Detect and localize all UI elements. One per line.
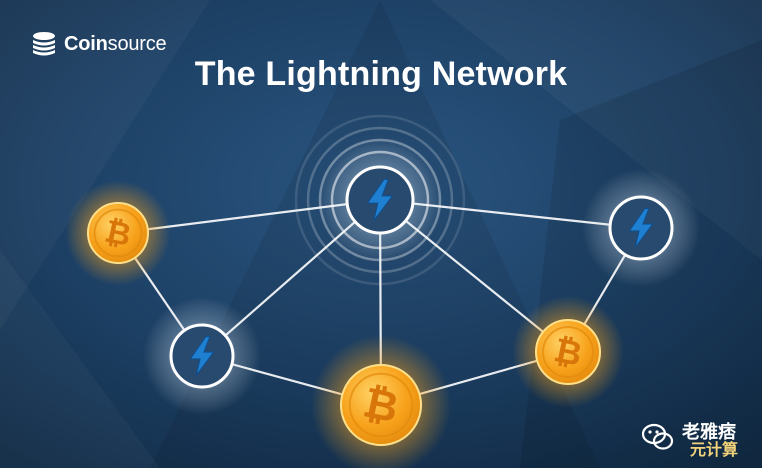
brand-name: Coinsource [64, 32, 167, 56]
node-ln-lower-left [143, 297, 261, 415]
page-title: The Lightning Network [194, 55, 568, 93]
node-ln-right [582, 169, 700, 287]
watermark-line-1: 老雅痞 [682, 422, 736, 442]
nodes: ₿ ₿ ₿ [65, 137, 700, 468]
node-btc-left: ₿ [65, 180, 171, 286]
coinsource-logo: Coinsource [30, 30, 167, 58]
brand-name-light: source [107, 32, 167, 55]
wechat-icon [641, 423, 674, 450]
brand-name-bold: Coin [64, 32, 108, 55]
node-hub [317, 137, 443, 263]
watermark: 老雅痞 元计算 [640, 420, 756, 462]
node-btc-bottom: ₿ [311, 335, 451, 468]
coin-stack-icon [33, 32, 55, 56]
node-btc-right: ₿ [512, 296, 624, 408]
watermark-line-2: 元计算 [690, 442, 739, 459]
lightning-bolt-icon [189, 336, 215, 376]
lightning-bolt-icon [628, 208, 654, 248]
lightning-bolt-icon [366, 178, 394, 221]
